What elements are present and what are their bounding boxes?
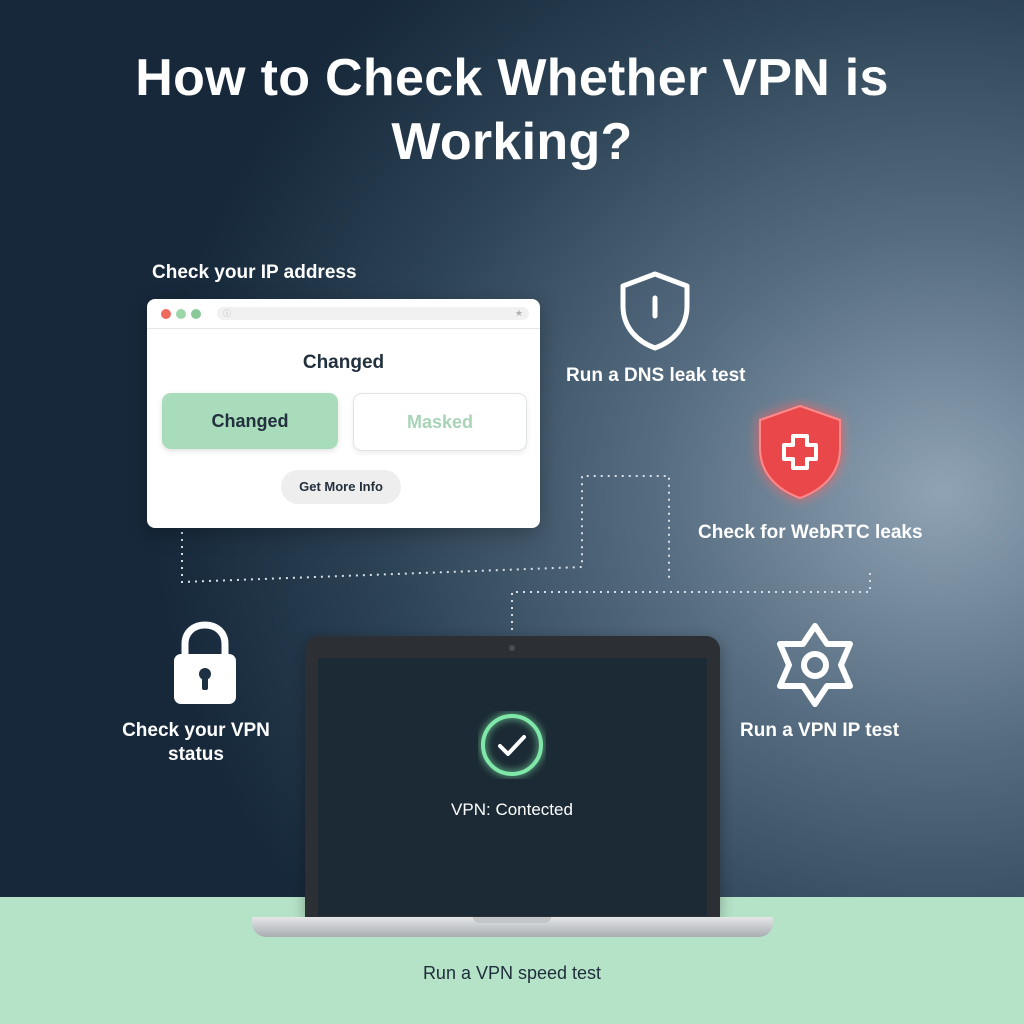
changed-button[interactable]: Changed (162, 393, 338, 449)
window-maximize-dot[interactable] (191, 309, 201, 319)
connector-ip-to-laptop (181, 475, 670, 584)
label-check-ip: Check your IP address (152, 262, 357, 283)
address-bar[interactable]: ⓘ ★ (217, 307, 529, 320)
window-minimize-dot[interactable] (176, 309, 186, 319)
label-dns-leak: Run a DNS leak test (566, 365, 746, 386)
browser-window: ⓘ ★ Changed Changed Masked Get More Info (147, 299, 540, 528)
laptop-base (252, 917, 773, 937)
shield-plus-icon (759, 404, 841, 500)
check-circle-icon (481, 714, 543, 776)
label-webrtc: Check for WebRTC leaks (698, 522, 923, 543)
get-more-info-button[interactable]: Get More Info (281, 470, 401, 504)
laptop-camera (509, 645, 515, 651)
connector-laptop-to-webrtc (511, 568, 871, 630)
laptop-notch (473, 917, 551, 923)
label-speed-test: Run a VPN speed test (422, 963, 602, 983)
laptop (305, 636, 720, 918)
masked-button[interactable]: Masked (353, 393, 527, 451)
window-close-dot[interactable] (161, 309, 171, 319)
bookmark-star-icon[interactable]: ★ (514, 308, 523, 318)
gear-icon (777, 623, 853, 707)
shield-icon (620, 271, 690, 351)
label-vpn-ip-test: Run a VPN IP test (740, 720, 900, 741)
browser-toolbar: ⓘ ★ (147, 299, 540, 329)
page-title: How to Check Whether VPN is Working? (135, 49, 889, 171)
label-vpn-status: Check your VPN status (122, 720, 270, 765)
lock-icon (174, 621, 236, 704)
ip-status-heading: Changed (302, 352, 385, 373)
info-icon: ⓘ (223, 309, 231, 318)
laptop-screen (318, 658, 707, 916)
vpn-connection-status: VPN: Contected (451, 800, 573, 819)
